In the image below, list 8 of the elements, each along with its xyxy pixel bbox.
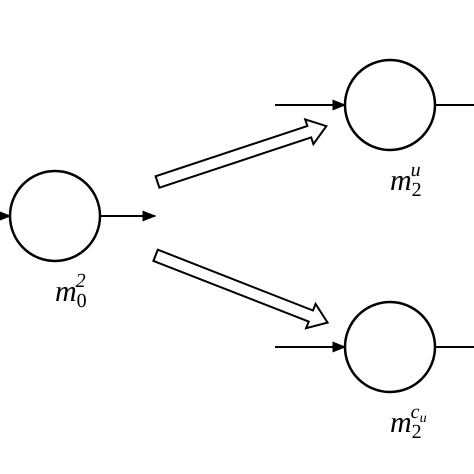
line (435, 104, 474, 106)
line (435, 346, 474, 348)
arrow (100, 210, 156, 222)
arrow (275, 99, 346, 111)
arrow (0, 210, 12, 222)
arrow (275, 341, 346, 353)
block-arrow (154, 118, 328, 189)
block-arrow (152, 248, 330, 330)
